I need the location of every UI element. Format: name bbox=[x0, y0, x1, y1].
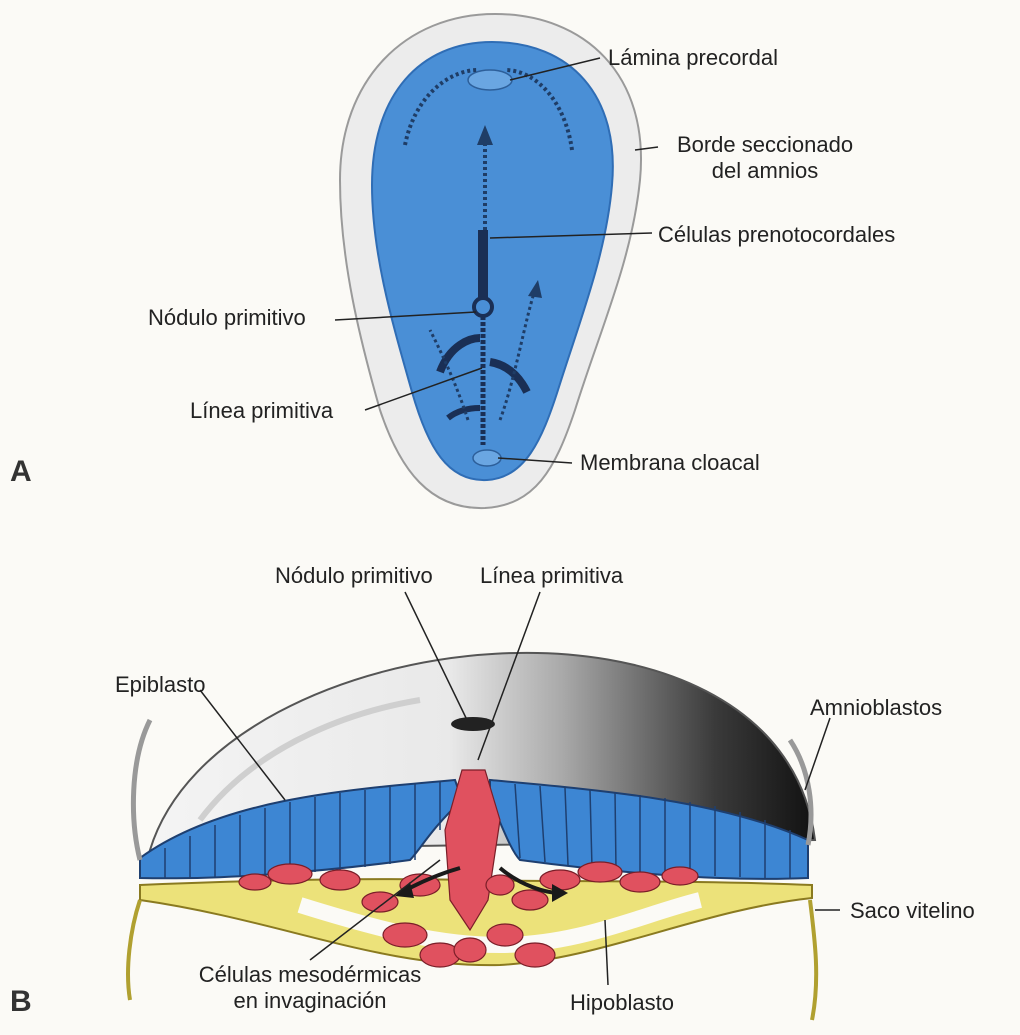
yolk-sac-right bbox=[810, 900, 816, 1020]
label-celulas-prenotocordales: Células prenotocordales bbox=[658, 222, 895, 248]
label-linea-primitiva-b: Línea primitiva bbox=[480, 563, 623, 589]
label-hipoblasto: Hipoblasto bbox=[570, 990, 674, 1016]
label-amnioblastos: Amnioblastos bbox=[810, 695, 942, 721]
label-nodulo-primitivo-b: Nódulo primitivo bbox=[275, 563, 433, 589]
yolk-sac-left bbox=[128, 900, 140, 1000]
cloacal-membrane bbox=[473, 450, 501, 466]
precordal-plate bbox=[468, 70, 512, 90]
label-linea-primitiva-a: Línea primitiva bbox=[190, 398, 333, 424]
label-borde-line1: Borde seccionado bbox=[660, 132, 870, 158]
label-epiblasto: Epiblasto bbox=[115, 672, 206, 698]
panel-b-section bbox=[128, 592, 840, 1020]
prenotochordal-cells bbox=[478, 230, 488, 302]
label-nodulo-primitivo-a: Nódulo primitivo bbox=[148, 305, 306, 331]
label-celulas-mesodermicas: Células mesodérmicas en invaginación bbox=[175, 962, 445, 1014]
label-mesodermicas-line1: Células mesodérmicas bbox=[175, 962, 445, 988]
panel-a-embryo bbox=[335, 14, 658, 508]
label-borde-line2: del amnios bbox=[660, 158, 870, 184]
panel-b-letter: B bbox=[10, 985, 32, 1019]
label-mesodermicas-line2: en invaginación bbox=[175, 988, 445, 1014]
label-lamina-precordal: Lámina precordal bbox=[608, 45, 778, 71]
label-saco-vitelino: Saco vitelino bbox=[850, 898, 975, 924]
panel-a-letter: A bbox=[10, 455, 32, 489]
primitive-node-pit bbox=[451, 717, 495, 731]
amnioblasts-left bbox=[133, 720, 150, 860]
label-borde-seccionado: Borde seccionado del amnios bbox=[660, 132, 870, 184]
primitive-node bbox=[474, 298, 492, 316]
label-membrana-cloacal: Membrana cloacal bbox=[580, 450, 760, 476]
